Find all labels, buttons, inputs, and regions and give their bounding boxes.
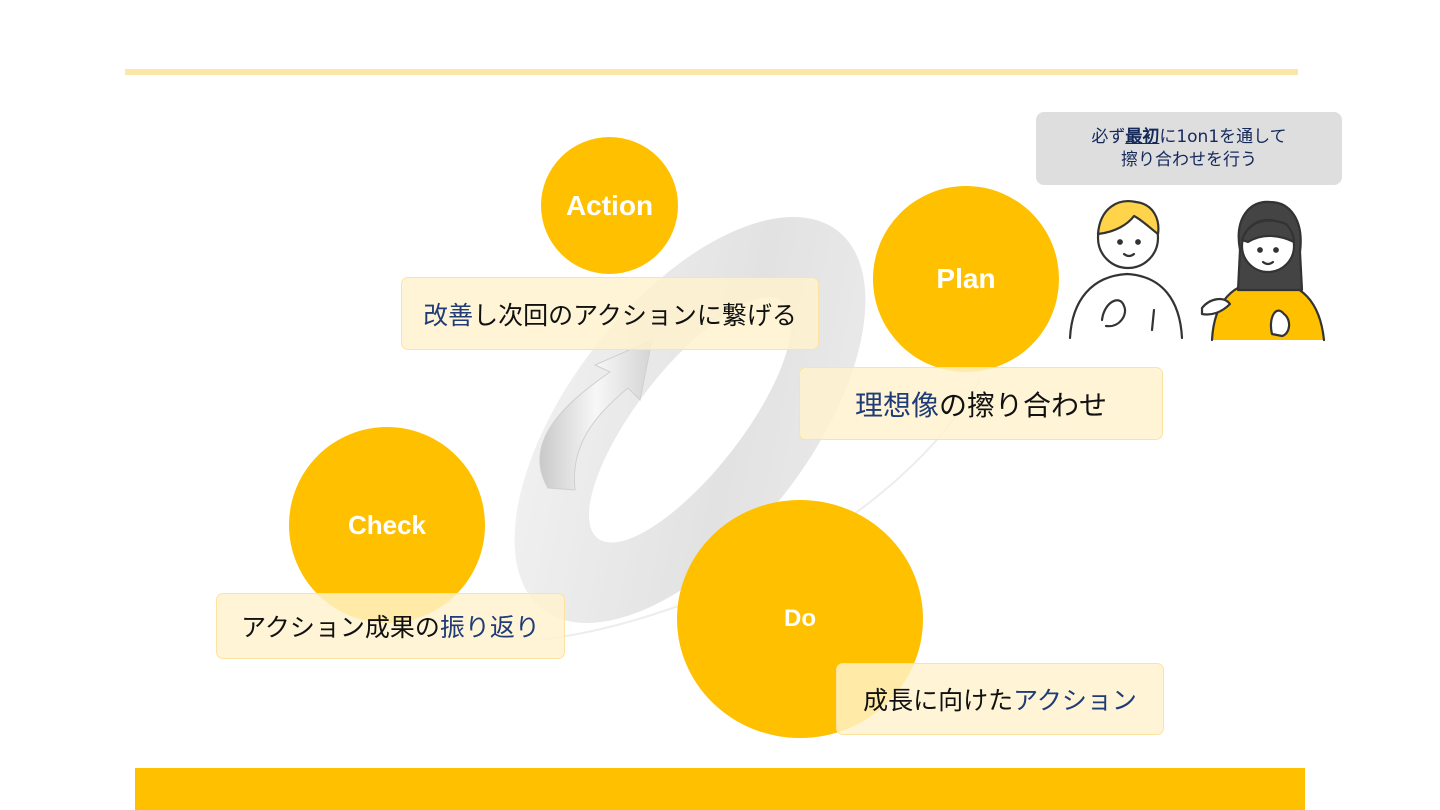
plan-description: 理想像の擦り合わせ <box>799 367 1163 440</box>
action-desc-rest: し次回のアクションに繋げる <box>473 300 797 330</box>
callout-text-a: 必ず <box>1091 126 1126 147</box>
do-desc-lead: 成長に向けた <box>863 686 1014 715</box>
check-circle: Check <box>289 427 485 623</box>
callout-line-1: 必ず最初に1on1を通して <box>1091 126 1286 149</box>
check-desc-highlight: 振り返り <box>439 613 540 642</box>
action-desc-highlight: 改善 <box>423 300 474 330</box>
callout-bubble: 必ず最初に1on1を通して 擦り合わせを行う <box>1036 112 1342 185</box>
action-circle: Action <box>541 137 678 274</box>
do-description: 成長に向けたアクション <box>836 663 1164 735</box>
do-label: Do <box>784 605 816 632</box>
action-label: Action <box>565 189 654 221</box>
bottom-accent-bar <box>135 768 1305 810</box>
check-description: アクション成果の振り返り <box>216 593 565 659</box>
top-divider <box>125 69 1298 75</box>
plan-circle: Plan <box>873 186 1059 372</box>
check-desc-lead: アクション成果の <box>241 613 440 642</box>
two-people-illustration-icon <box>1068 200 1326 342</box>
plan-desc-rest: の擦り合わせ <box>939 388 1108 422</box>
check-label: Check <box>347 509 427 540</box>
plan-label: Plan <box>936 263 996 294</box>
do-desc-highlight: アクション <box>1013 686 1137 715</box>
action-description: 改善し次回のアクションに繋げる <box>401 277 819 350</box>
callout-line-2: 擦り合わせを行う <box>1121 149 1257 170</box>
callout-text-c: に1on1を通して <box>1159 126 1287 147</box>
callout-text-emphasis: 最初 <box>1125 126 1160 147</box>
plan-desc-highlight: 理想像 <box>854 388 939 422</box>
